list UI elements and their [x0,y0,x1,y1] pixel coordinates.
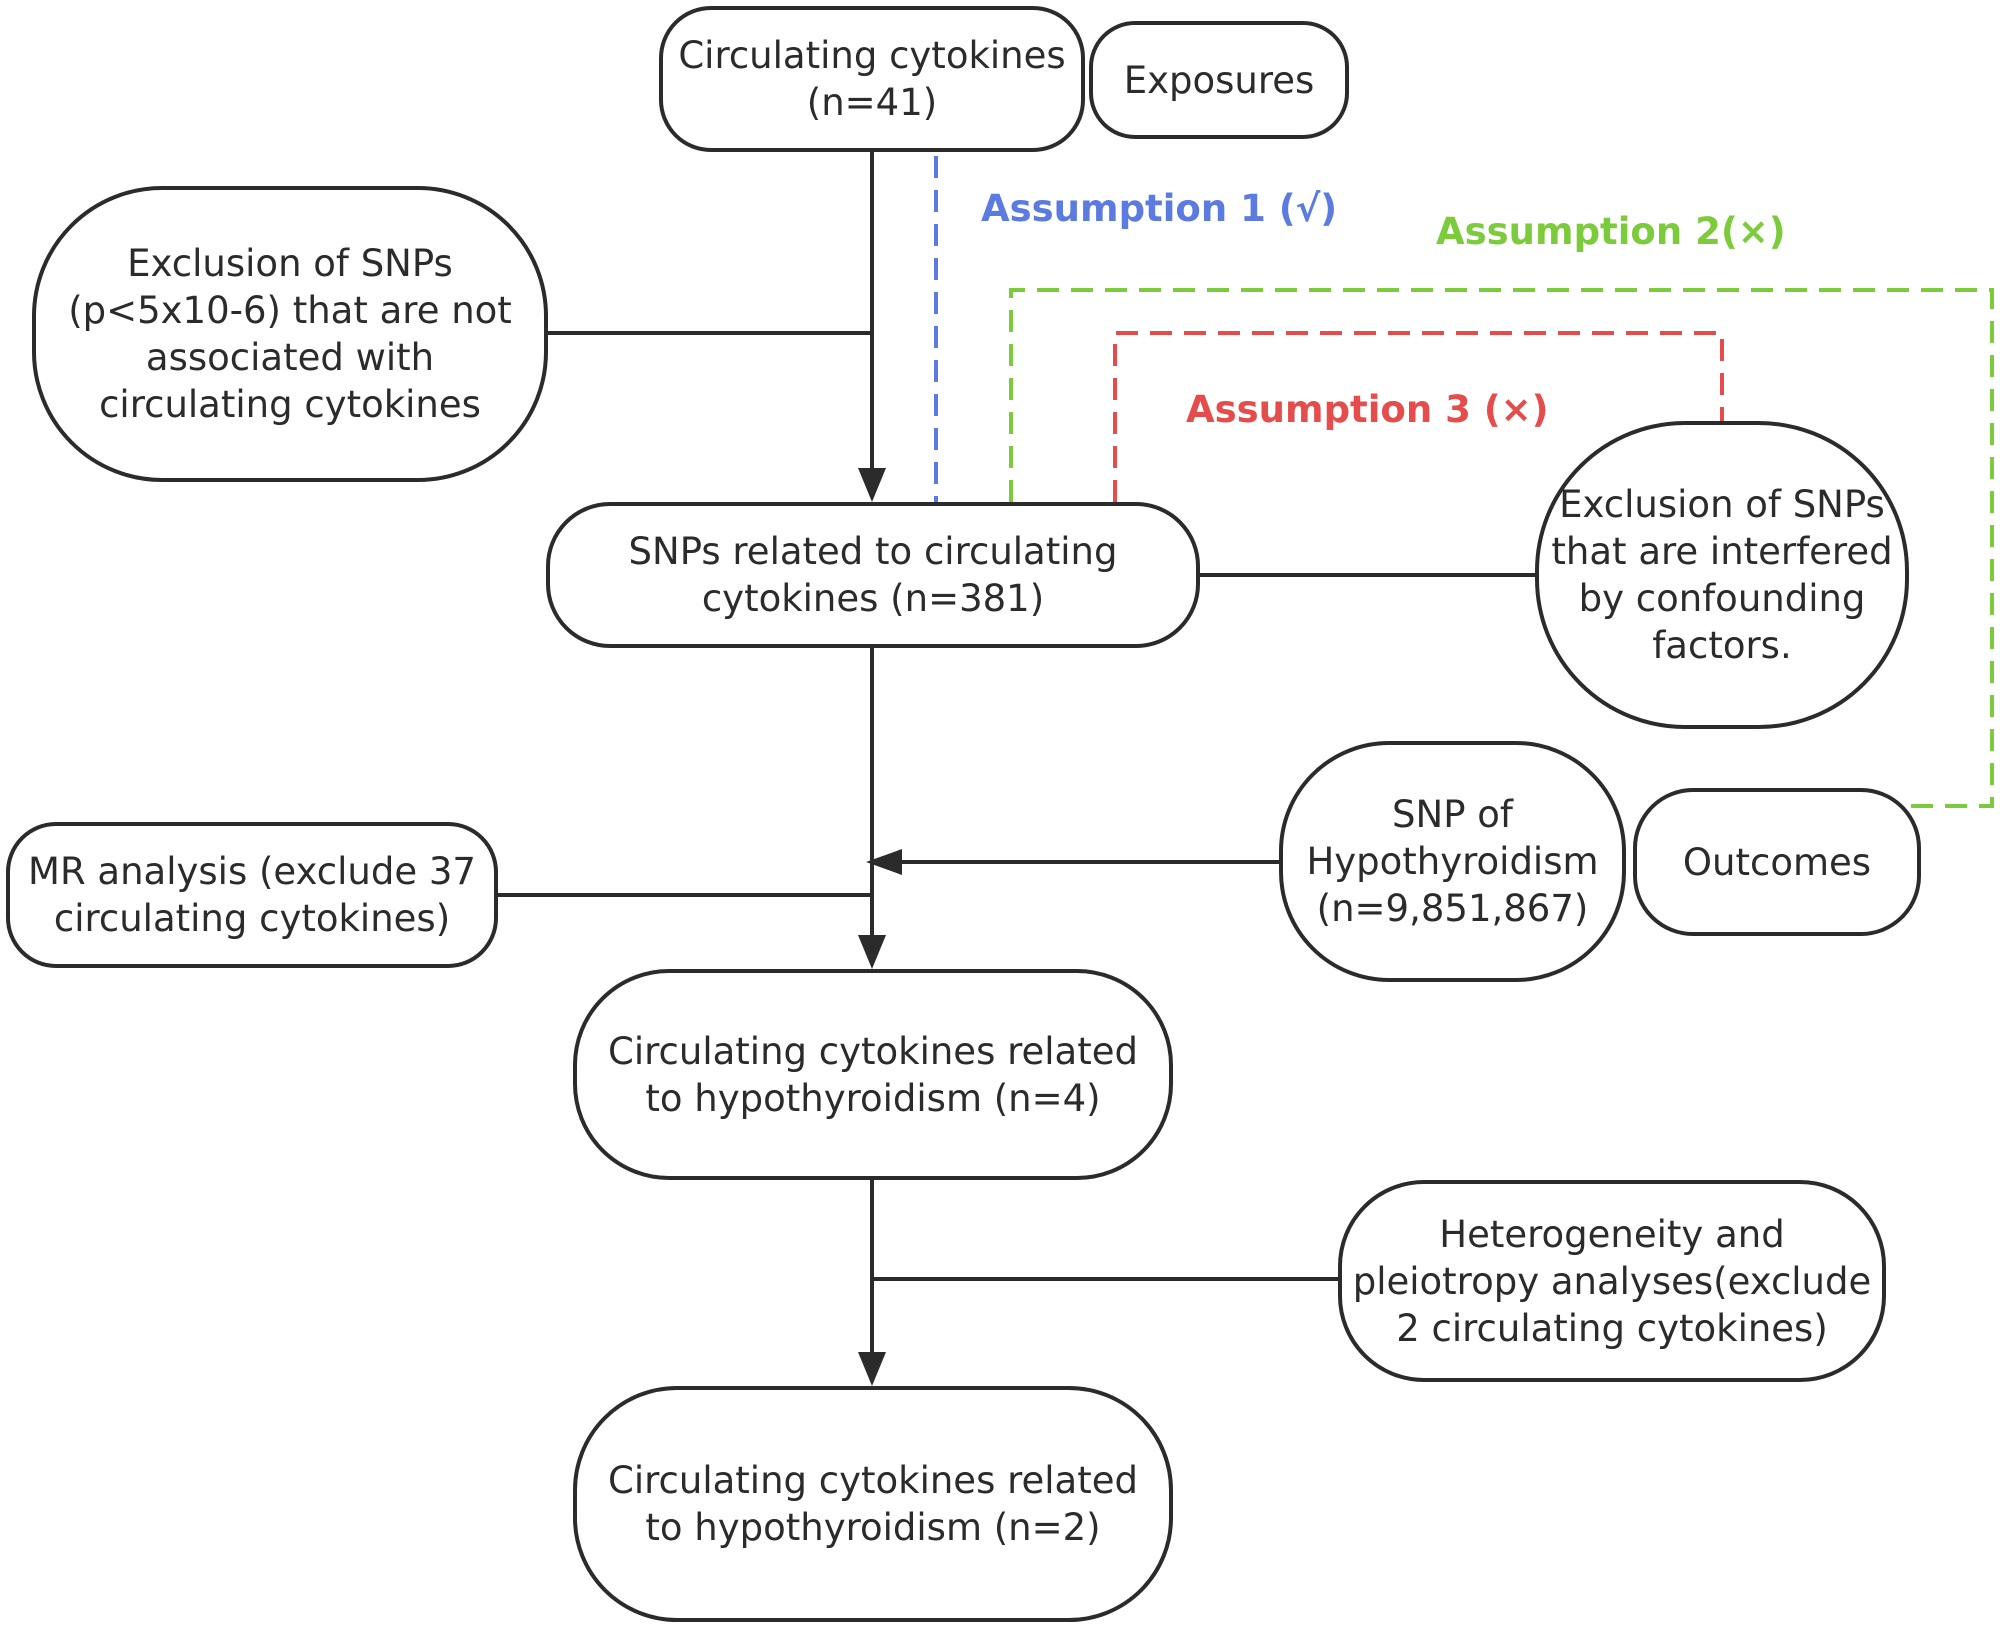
exclusion-p-text: Exclusion of SNPs (p<5x10-6) that are no… [68,242,512,426]
exposure-source-node: Circulating cytokines (n=41) [659,6,1085,152]
cytokines-n2-node: Circulating cytokines related to hypothy… [573,1386,1173,1622]
snps-related-node: SNPs related to circulating cytokines (n… [546,502,1200,648]
heterogeneity-node: Heterogeneity and pleiotropy analyses(ex… [1338,1180,1886,1382]
cytokines-n4-text: Circulating cytokines related to hypothy… [608,1029,1138,1120]
mr-analysis-node: MR analysis (exclude 37 circulating cyto… [6,822,498,968]
exclusion-confounding-text: Exclusion of SNPs that are interfered by… [1551,483,1893,667]
mr-analysis-text: MR analysis (exclude 37 circulating cyto… [28,850,476,940]
snps-related-text: SNPs related to circulating cytokines (n… [628,530,1118,620]
arrowhead-to-n2 [858,1352,886,1386]
outcomes-label-node: Outcomes [1633,788,1921,936]
exclusion-p-node: Exclusion of SNPs (p<5x10-6) that are no… [32,186,548,482]
heterogeneity-text: Heterogeneity and pleiotropy analyses(ex… [1352,1212,1872,1350]
assumption-3-line [1113,331,1724,502]
exclusion-confounding-node: Exclusion of SNPs that are interfered by… [1535,421,1909,729]
exposures-label-text: Exposures [1123,58,1315,102]
arrowhead-from-outcome [866,849,902,875]
arrowhead-to-n4 [858,935,886,969]
snp-hypothyroidism-text: SNP of Hypothyroidism (n=9,851,867) [1306,793,1599,930]
exposures-label-node: Exposures [1089,21,1349,139]
assumption-1-label: Assumption 1 (√) [981,187,1338,230]
assumption-2-line [1009,288,1994,808]
outcomes-label-text: Outcomes [1682,840,1872,884]
cytokines-n4-node: Circulating cytokines related to hypothy… [573,969,1173,1180]
assumption-2-label: Assumption 2(×) [1436,210,1786,253]
assumption-3-label: Assumption 3 (×) [1186,388,1549,431]
exposure-source-text: Circulating cytokines (n=41) [678,34,1066,124]
cytokines-n2-text: Circulating cytokines related to hypothy… [608,1459,1138,1549]
snp-hypothyroidism-node: SNP of Hypothyroidism (n=9,851,867) [1279,741,1626,982]
arrowhead-to-snps [858,468,886,502]
